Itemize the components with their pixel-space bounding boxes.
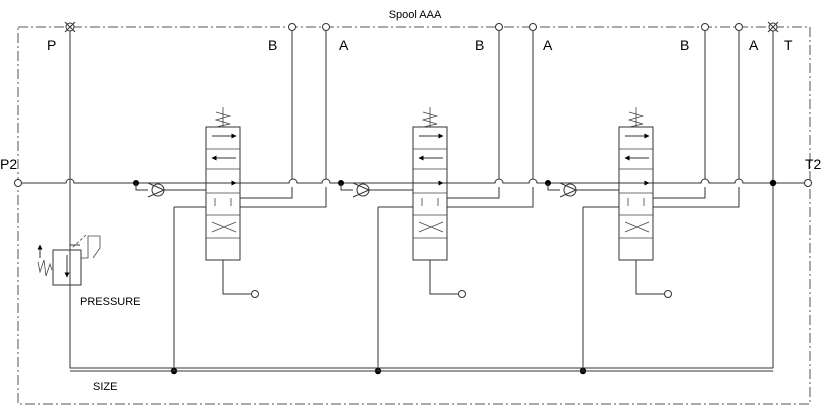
section-3-port-b: B <box>680 37 689 53</box>
pressure-supply-line <box>69 31 773 369</box>
port-label-t: T <box>784 37 793 53</box>
section-3-port-a-connector <box>735 23 743 31</box>
section-1-port-a-connector <box>322 23 330 31</box>
size-label: SIZE <box>93 381 117 393</box>
port-t2 <box>804 179 812 187</box>
port-p-cross <box>64 21 76 33</box>
port-t-cross <box>767 21 779 33</box>
junction-dot <box>769 179 777 187</box>
valve-section-3 <box>545 23 743 371</box>
section-2-port-a-connector <box>529 23 537 31</box>
port-p2 <box>14 179 22 187</box>
section-1-port-a: A <box>339 37 349 53</box>
relief-valve-symbol <box>37 234 101 286</box>
relief-label: PRESSURE <box>80 296 141 308</box>
section-2-port-a: A <box>543 37 553 53</box>
section-1-port-b-connector <box>288 23 296 31</box>
section-2-port-b-connector <box>495 23 503 31</box>
section-2-port-b: B <box>475 37 484 53</box>
valve-section-1 <box>133 23 330 371</box>
port-label-p: P <box>47 37 56 53</box>
section-3-port-b-connector <box>701 23 709 31</box>
port-label-t2: T2 <box>805 156 822 172</box>
valve-envelope <box>17 26 811 405</box>
diagram-title: Spool AAA <box>389 9 442 21</box>
section-3-port-a: A <box>749 37 759 53</box>
port-label-p2: P2 <box>0 156 17 172</box>
section-1-port-b: B <box>268 37 277 53</box>
valve-section-2 <box>338 23 537 371</box>
